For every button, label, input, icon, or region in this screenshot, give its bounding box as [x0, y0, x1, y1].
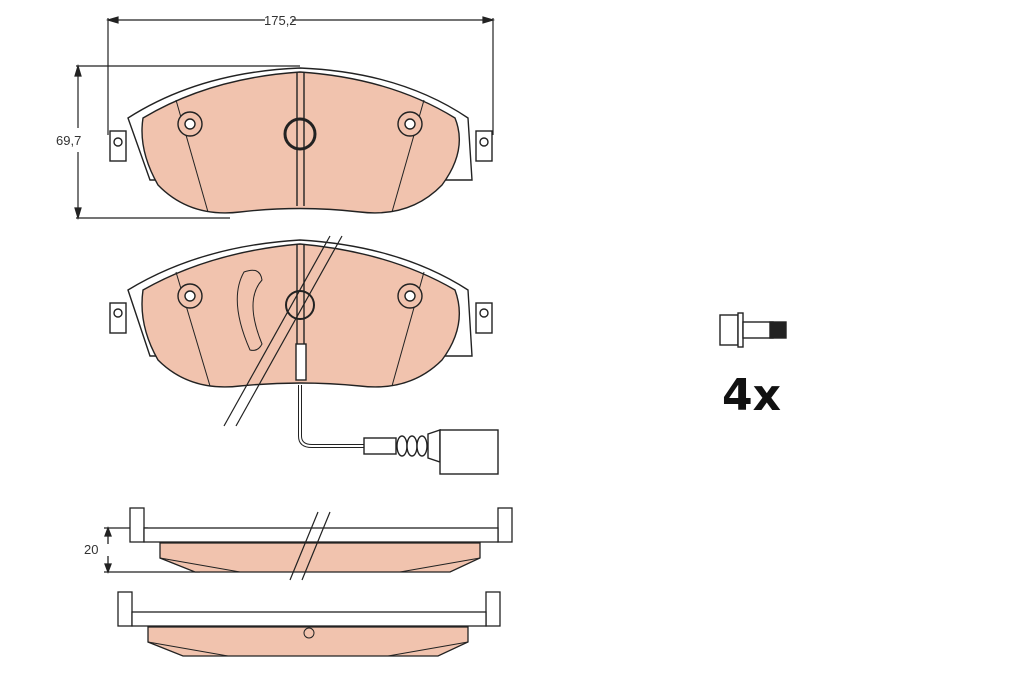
height-dimension: [74, 63, 300, 221]
quantity-label: 4x: [722, 370, 781, 421]
thickness-value: 20: [84, 542, 98, 557]
pad-side-view-2: [117, 591, 501, 657]
wear-sensor: [295, 343, 499, 475]
height-value: 69,7: [56, 133, 81, 148]
width-value: 175,2: [264, 13, 297, 28]
width-dimension: [105, 16, 496, 135]
pad-front-view-1: [109, 67, 493, 214]
bolt-icon: [719, 312, 787, 348]
pad-front-view-2: [109, 235, 499, 475]
pad-side-view-1: [104, 507, 513, 581]
